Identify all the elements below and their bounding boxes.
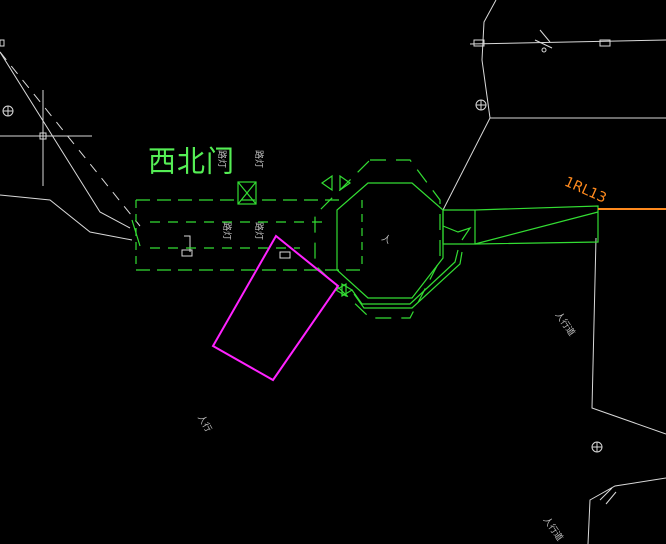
- lamp-tag-4: 路灯: [253, 222, 263, 241]
- road-edge-left: [0, 51, 131, 229]
- guard-house-double-wall: [351, 249, 459, 305]
- boundary-right: [591, 237, 666, 435]
- small-gray-symbol: [184, 235, 191, 252]
- entry-ramp-diag: [474, 211, 599, 245]
- arrow-left-3: [334, 282, 347, 298]
- lamp-symbol-top: [475, 99, 487, 111]
- box-symbol-1: [473, 39, 485, 47]
- arrow-left-1: [320, 174, 333, 192]
- lamp-tag-3: 路灯: [221, 222, 231, 241]
- gate-pillar: [237, 181, 257, 205]
- box-symbol-4: [181, 249, 193, 257]
- lamp-symbol-right: [591, 441, 603, 453]
- road-edge-left-2: [0, 194, 133, 241]
- gate-structure: [131, 159, 599, 319]
- entry-notch: [442, 225, 472, 241]
- site-symbols: [0, 29, 617, 505]
- dashed-axis: [0, 51, 141, 227]
- box-symbol-2: [599, 39, 611, 47]
- lamp-tag-1: 路灯: [216, 150, 226, 169]
- wall-top: [469, 39, 666, 45]
- guard-house-octagon: [336, 182, 444, 299]
- gate-name-label: 西北门: [148, 144, 236, 179]
- box-symbol-3: [279, 251, 291, 259]
- valve-symbol: [534, 29, 553, 53]
- lamp-symbol-left: [2, 105, 14, 117]
- gate-left-post: [131, 219, 141, 247]
- arrow-left-2: [339, 174, 352, 192]
- crosshair-box: [39, 132, 47, 140]
- arrow-left-4: [341, 282, 354, 298]
- magenta-equipment-box[interactable]: [211, 234, 340, 382]
- ramp-line: [442, 117, 491, 211]
- guard-house-double-wall-2: [353, 251, 463, 309]
- guard-house-outer-dashed: [314, 159, 441, 319]
- corner-mark: [0, 39, 5, 47]
- boundary-bottom-right: [587, 477, 666, 544]
- gate-pillar-x2: [237, 181, 257, 205]
- building-outline-top-right: [481, 0, 666, 119]
- lamp-tag-2: 路灯: [253, 150, 263, 169]
- entry-ramp: [442, 205, 599, 245]
- hatch-symbol-bottom-right: [599, 487, 617, 505]
